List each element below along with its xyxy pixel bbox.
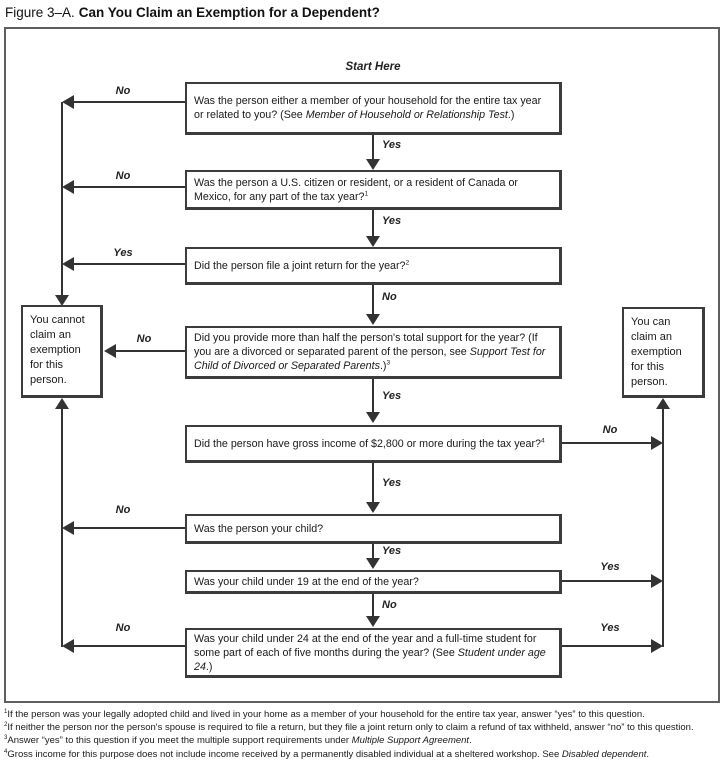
label-q3-no: No (382, 291, 397, 303)
label-q6-no: No (115, 504, 131, 516)
arrowhead-q7-yes (651, 574, 663, 588)
connector-q6-no (74, 527, 185, 529)
connector-q3-yes (74, 263, 185, 265)
connector-q7-yes (562, 580, 651, 582)
connector-q2-no (74, 186, 185, 188)
connector-q5-no (562, 442, 651, 444)
footnote-1: 1If the person was your legally adopted … (4, 707, 645, 720)
connector-q8-no (74, 645, 185, 647)
arrowhead-q6-no (62, 521, 74, 535)
outcome-box-can-claim: You can claim an exemption for this pers… (622, 307, 705, 398)
arrowhead-q8-yes (651, 639, 663, 653)
question-text-3: Did the person file a joint return for t… (194, 258, 410, 272)
question-text-2: Was the person a U.S. citizen or residen… (194, 176, 518, 203)
rail-right (662, 409, 664, 647)
label-q7-yes: Yes (600, 561, 620, 573)
question-box-6: Was the person your child? (185, 514, 562, 544)
label-q8-yes: Yes (600, 622, 620, 634)
arrowhead-q1-no (62, 95, 74, 109)
connector-q3-down (372, 285, 374, 314)
label-q7-no: No (382, 599, 397, 611)
question-text-5: Did the person have gross income of $2,8… (194, 436, 545, 450)
question-text-7: Was your child under 19 at the end of th… (194, 575, 419, 588)
figure-title: Figure 3–A.Can You Claim an Exemption fo… (5, 5, 380, 20)
arrowhead-left-upper-down (55, 295, 69, 306)
question-text-4: Did you provide more than half the perso… (194, 332, 546, 372)
footnote-3: 3Answer “yes” to this question if you me… (4, 734, 472, 747)
arrowhead-q8-no (62, 639, 74, 653)
footnote-4: 4Gross income for this purpose does not … (4, 747, 650, 760)
footnotes: 1If the person was your legally adopted … (4, 708, 722, 761)
question-box-4: Did you provide more than half the perso… (185, 326, 562, 379)
rail-left-upper (61, 102, 63, 295)
outcome-text-can: You can claim an exemption for this pers… (631, 316, 682, 388)
arrowhead-left-lower-up (55, 398, 69, 409)
figure-number: Figure 3–A. (5, 5, 75, 20)
connector-q1-no (74, 101, 185, 103)
label-q5-yes: Yes (382, 477, 402, 489)
label-q8-no: No (115, 622, 131, 634)
connector-q4-no (116, 350, 185, 352)
figure-heading: Can You Claim an Exemption for a Depende… (78, 5, 380, 20)
arrowhead-q2-down (366, 236, 380, 247)
connector-q7-down (372, 594, 374, 616)
label-q3-yes: Yes (113, 247, 133, 259)
label-q1-yes: Yes (382, 139, 402, 151)
connector-q1-down (372, 135, 374, 159)
label-q1-no: No (115, 85, 131, 97)
question-text-8: Was your child under 24 at the end of th… (194, 632, 546, 673)
connector-q8-yes (562, 645, 651, 647)
arrowhead-q4-no (104, 344, 116, 358)
label-q2-yes: Yes (382, 215, 402, 227)
outcome-text-cannot: You cannot claim an exemption for this p… (30, 314, 85, 386)
start-here-label: Start Here (345, 61, 401, 73)
label-q2-no: No (115, 170, 131, 182)
arrowhead-right-rail-up (656, 398, 670, 409)
question-text-6: Was the person your child? (194, 522, 324, 535)
question-box-7: Was your child under 19 at the end of th… (185, 570, 562, 594)
rail-left-lower (61, 409, 63, 647)
arrowhead-q5-no (651, 436, 663, 450)
connector-q5-down (372, 463, 374, 502)
connector-q6-down (372, 544, 374, 558)
question-text-1: Was the person either a member of your h… (194, 95, 542, 121)
arrowhead-q3-down (366, 314, 380, 325)
question-box-5: Did the person have gross income of $2,8… (185, 425, 562, 463)
arrowhead-q2-no (62, 180, 74, 194)
footnote-2: 2If neither the person nor the person's … (4, 721, 694, 734)
question-box-2: Was the person a U.S. citizen or residen… (185, 170, 562, 210)
arrowhead-q4-down (366, 412, 380, 423)
question-box-3: Did the person file a joint return for t… (185, 247, 562, 285)
arrowhead-q3-yes (62, 257, 74, 271)
question-box-1: Was the person either a member of your h… (185, 82, 562, 135)
label-q5-no: No (602, 424, 618, 436)
arrowhead-q6-down (366, 558, 380, 569)
question-box-8: Was your child under 24 at the end of th… (185, 628, 562, 678)
outcome-box-cannot-claim: You cannot claim an exemption for this p… (21, 305, 103, 398)
connector-q4-down (372, 379, 374, 412)
arrowhead-q5-down (366, 502, 380, 513)
arrowhead-q1-down (366, 159, 380, 170)
connector-q2-down (372, 210, 374, 236)
arrowhead-q7-down (366, 616, 380, 627)
label-q4-no: No (136, 333, 152, 345)
label-q6-yes: Yes (382, 545, 402, 557)
label-q4-yes: Yes (382, 390, 402, 402)
